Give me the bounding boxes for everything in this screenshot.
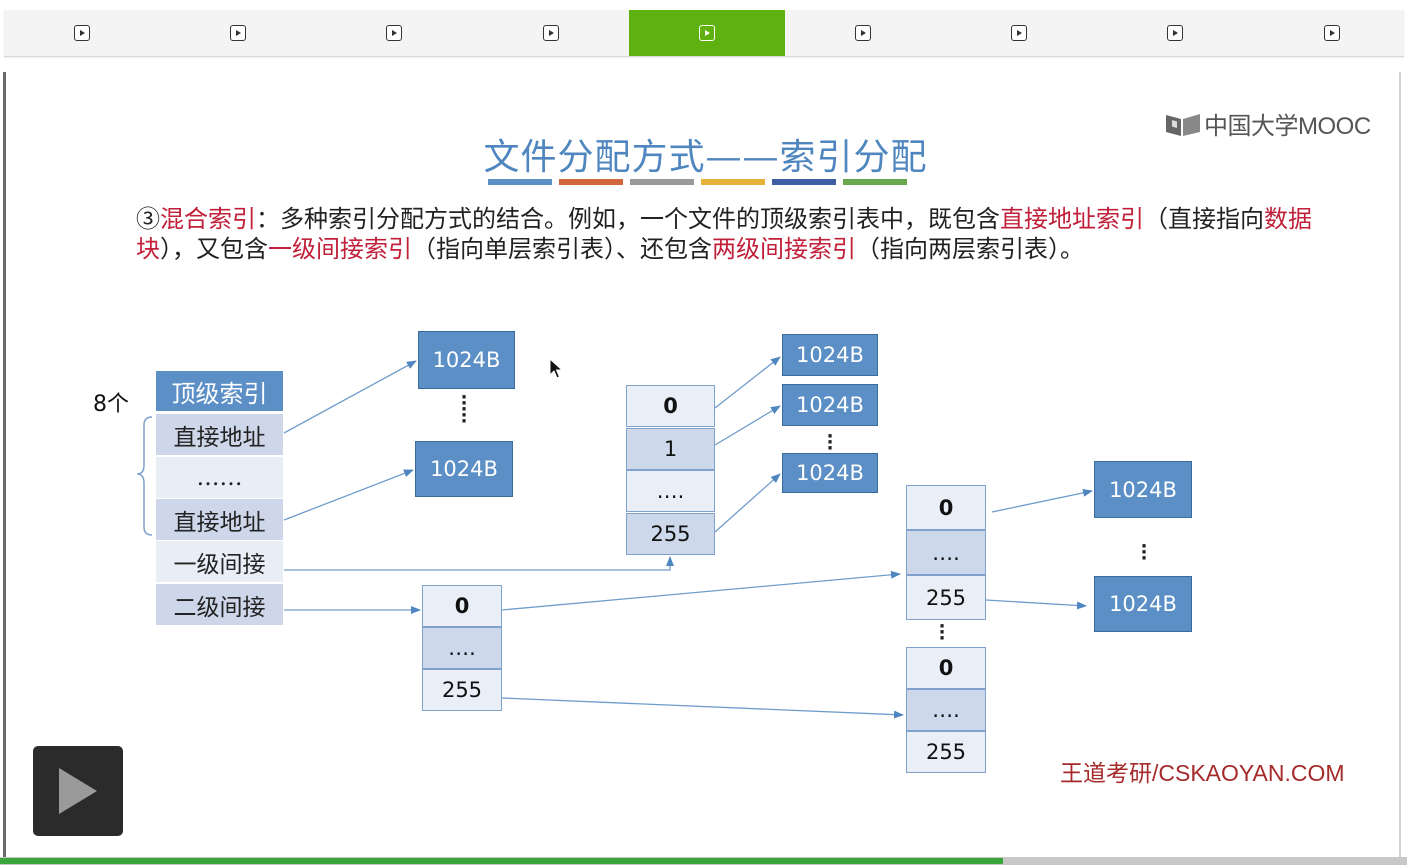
chapter-tab-3[interactable] <box>316 10 472 56</box>
chapter-tab-4[interactable] <box>473 10 629 56</box>
single-indirect-cell-2: 1 <box>626 427 715 470</box>
description-text: ③混合索引：多种索引分配方式的结合。例如，一个文件的顶级索引表中，既包含直接地址… <box>136 205 1312 263</box>
double-indirect-l2a-cell-3: 255 <box>906 575 986 620</box>
title-bar-3 <box>630 179 694 185</box>
vertical-ellipsis: ··· <box>826 426 834 459</box>
data-block-single-1: 1024B <box>782 334 878 376</box>
double-indirect-l2b-cell-2: …. <box>906 689 986 731</box>
title-bar-4 <box>701 179 765 185</box>
top-index-row-5: 二级间接 <box>156 584 283 625</box>
double-indirect-l1-cell-3: 255 <box>422 669 502 711</box>
title-bar-6 <box>843 179 907 185</box>
data-block-double-1: 1024B <box>1094 461 1192 518</box>
play-icon <box>59 768 97 814</box>
play-video-icon <box>1167 25 1184 41</box>
title-bar-2 <box>559 179 623 185</box>
vertical-ellipsis: ····· <box>460 387 468 432</box>
title-bar-5 <box>772 179 836 185</box>
mooc-logo: 中国大学MOOC <box>1164 106 1371 141</box>
title-bar-1 <box>488 179 552 185</box>
data-block-single-3: 1024B <box>782 453 878 493</box>
play-video-icon <box>74 25 90 41</box>
play-video-icon <box>698 25 715 41</box>
play-video-icon <box>1011 25 1028 41</box>
data-block-direct-1: 1024B <box>418 331 515 389</box>
data-block-direct-2: 1024B <box>415 441 513 497</box>
chapter-tab-7[interactable] <box>941 10 1097 56</box>
term-data-block: 数据块 <box>136 205 1312 263</box>
slide-right-edge <box>1399 72 1401 858</box>
top-index-header: 顶级索引 <box>156 371 283 411</box>
data-block-double-2: 1024B <box>1094 576 1192 632</box>
double-indirect-l2b-cell-1: 0 <box>906 647 986 689</box>
book-logo-icon <box>1166 113 1200 136</box>
play-video-icon <box>542 25 559 41</box>
video-progress-fill <box>0 858 1004 864</box>
double-indirect-l2a-cell-1: 0 <box>906 485 986 530</box>
top-index-row-2: …… <box>156 457 283 498</box>
chapter-tab-bar <box>4 10 1404 57</box>
chapter-tab-1[interactable] <box>4 10 160 56</box>
chapter-tab-6[interactable] <box>785 10 941 56</box>
data-block-single-2: 1024B <box>782 384 878 426</box>
video-progress-bar[interactable] <box>0 857 1407 865</box>
logo-text: 中国大学MOOC <box>1204 113 1371 140</box>
top-index-row-3: 直接地址 <box>156 499 283 540</box>
chapter-tab-2[interactable] <box>160 10 316 56</box>
term-direct-index: 直接地址索引 <box>1000 205 1144 233</box>
single-indirect-cell-3: …. <box>626 470 715 512</box>
footer-watermark: 王道考研/CSKAOYAN.COM <box>1060 760 1345 786</box>
play-video-icon <box>1323 25 1340 41</box>
play-video-icon <box>386 25 403 41</box>
vertical-ellipsis: ··· <box>1140 536 1148 569</box>
top-index-row-4: 一级间接 <box>156 541 283 582</box>
single-indirect-cell-4: 255 <box>626 512 715 555</box>
chapter-tab-9[interactable] <box>1254 10 1407 56</box>
double-indirect-l2a-cell-2: …. <box>906 530 986 575</box>
term-single-indirect: 一级间接索引 <box>268 235 412 263</box>
slide-left-edge <box>3 72 6 858</box>
chapter-tab-8[interactable] <box>1097 10 1253 56</box>
term-mixed-index: 混合索引 <box>160 205 256 233</box>
double-indirect-l1-cell-1: 0 <box>422 585 502 627</box>
play-button[interactable] <box>33 746 123 836</box>
slide-title: 文件分配方式——索引分配 <box>483 137 928 178</box>
direct-count-label: 8个 <box>93 392 129 417</box>
play-video-icon <box>855 25 871 41</box>
double-indirect-l2b-cell-3: 255 <box>906 731 986 773</box>
mouse-cursor-icon <box>549 358 563 379</box>
single-indirect-cell-1: 0 <box>626 385 715 427</box>
play-video-icon <box>230 25 247 41</box>
double-indirect-l1-cell-2: …. <box>422 627 502 669</box>
top-index-row-1: 直接地址 <box>156 414 283 455</box>
chapter-tab-5[interactable] <box>628 10 785 56</box>
term-double-indirect: 两级间接索引 <box>712 235 856 263</box>
vertical-ellipsis: ··· <box>938 616 946 649</box>
